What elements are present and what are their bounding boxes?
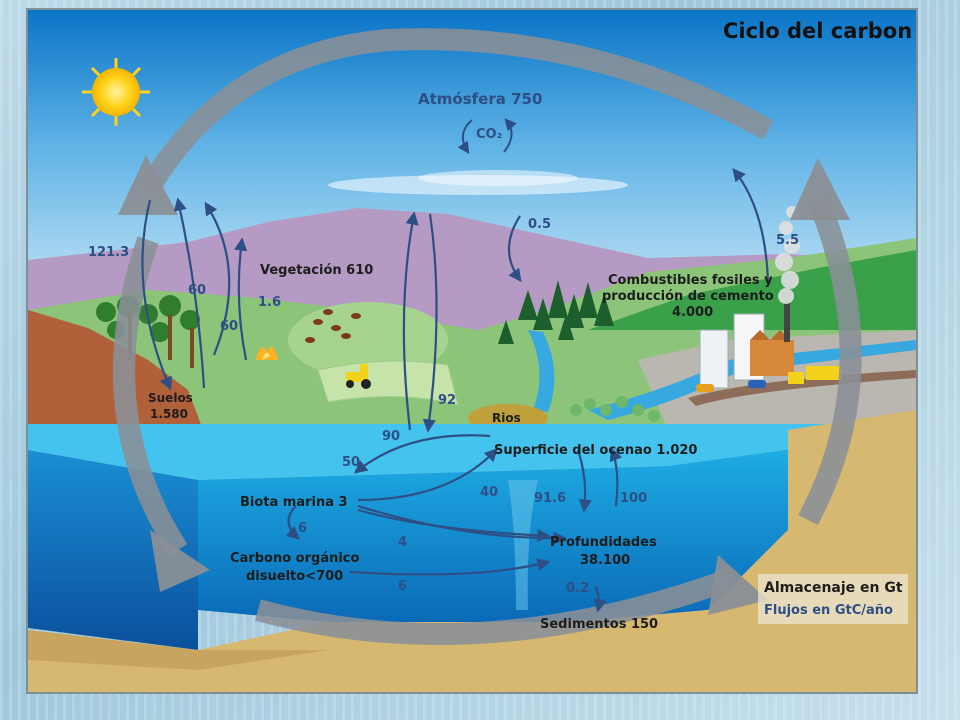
doc-label-2: disuelto<700	[246, 569, 343, 584]
cattle-icon	[305, 309, 361, 343]
atmosphere-label: Atmósfera 750	[418, 90, 542, 108]
sun-icon	[82, 58, 150, 126]
ocean-surface	[28, 424, 858, 480]
river	[528, 330, 555, 412]
marine-biota-label: Biota marina 3	[240, 495, 348, 510]
seafloor	[28, 410, 916, 692]
fire-icon	[256, 346, 278, 360]
flux-121-3: 121.3	[88, 245, 129, 260]
city-buildings	[699, 302, 794, 389]
diagram-title: Ciclo del carbon	[723, 19, 912, 43]
fossil-label-1: Combustibles fosiles y	[608, 273, 773, 288]
flux-91-6: 91.6	[534, 491, 566, 506]
flux-arrows	[141, 167, 770, 613]
flux-40: 40	[480, 485, 498, 500]
tractor-icon	[346, 364, 371, 389]
cycle-arrowheads	[118, 155, 850, 615]
vegetation-label: Vegetación 610	[260, 263, 373, 278]
ocean-column	[508, 480, 538, 610]
ocean-surface-label: Superficie del ocenao 1.020	[494, 443, 697, 458]
carbon-cycle-diagram: Ciclo del carbon Atmósfera 750 CO₂ Veget…	[28, 10, 916, 692]
deep-ocean-label: Profundidades	[550, 535, 657, 550]
farm-hill	[288, 302, 448, 378]
co2-cycle-icon	[457, 118, 517, 154]
flux-60-up: 60	[188, 283, 206, 298]
legend: Almacenaje en Gt Flujos en GtC/año	[758, 574, 908, 624]
doc-label-1: Carbono orgánico	[230, 551, 360, 566]
soils-value: 1.580	[150, 407, 188, 421]
flux-92: 92	[438, 393, 456, 408]
riverside-trees	[570, 396, 660, 422]
flux-5-5: 5.5	[776, 233, 799, 248]
conifer-trees	[498, 280, 614, 344]
co2-label: CO₂	[476, 127, 502, 142]
flux-0-5: 0.5	[528, 217, 551, 232]
flux-6-deep: 6	[398, 579, 407, 594]
carbon-cycle-arrows	[113, 28, 862, 645]
deep-ocean-value: 38.100	[580, 553, 630, 568]
legend-storage: Almacenaje en Gt	[764, 580, 903, 596]
flux-1-6: 1.6	[258, 295, 281, 310]
vehicles	[696, 366, 842, 392]
sediments-label: Sedimentos 150	[540, 617, 658, 632]
legend-flows: Flujos en GtC/año	[764, 603, 893, 618]
flux-50: 50	[342, 455, 360, 470]
rivers-label: Rios	[492, 411, 521, 425]
flux-4: 4	[398, 535, 407, 550]
flux-60-down: 60	[220, 319, 238, 334]
flux-90: 90	[382, 429, 400, 444]
river-right	[588, 340, 916, 420]
flux-6-doc: 6	[298, 521, 307, 536]
fossil-value: 4.000	[672, 305, 713, 320]
seafloor-front	[28, 630, 328, 670]
flux-0-2: 0.2	[566, 581, 589, 596]
cloud	[418, 170, 578, 186]
flux-100: 100	[620, 491, 647, 506]
fossil-label-2: producción de cemento	[602, 289, 774, 304]
soils-label: Suelos	[148, 391, 193, 405]
